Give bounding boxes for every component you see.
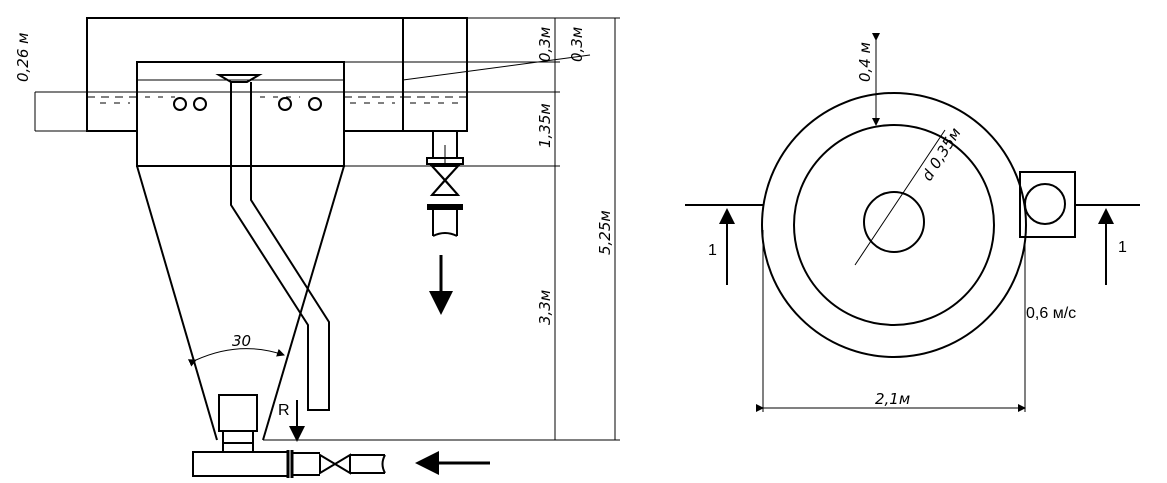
outlet-valve (426, 131, 464, 237)
front-view: 30 R (14, 17, 620, 478)
dim-0-26: 0,26 м (14, 33, 32, 82)
sludge-box (218, 394, 258, 432)
dim-0-4: 0,4 м (856, 42, 874, 82)
cone (136, 165, 345, 441)
dim-d: d 0,35м (918, 125, 965, 185)
bottom-pipe (192, 443, 386, 478)
dim-5-25: 5,25м (596, 210, 614, 255)
side-box (1019, 171, 1076, 238)
velocity-label: 0,6 м/с (1026, 305, 1076, 322)
section-right: 1 (1118, 239, 1127, 256)
outer-circle (761, 92, 1027, 358)
dim-0-3-a: 0,3м (536, 27, 554, 62)
dim-0-3-b: 0,3м (568, 27, 586, 62)
dim-2-1: 2,1м (875, 390, 910, 408)
plan-view: 1 1 0,4 м d 0,35м 2,1м 0,6 м/с (685, 33, 1140, 412)
angle-arc (187, 348, 285, 367)
funnel-inlet (215, 74, 263, 83)
cylinder-body (136, 61, 345, 167)
inlet-holes (173, 97, 322, 111)
dim-3-3: 3,3м (536, 290, 554, 325)
center-pipe-circle (863, 191, 925, 253)
angle-label: 30 (232, 332, 251, 350)
inner-circle (793, 124, 995, 326)
dimensions-left (34, 17, 620, 441)
dim-1-35: 1,35м (536, 103, 554, 148)
water-level (87, 91, 467, 104)
section-left: 1 (708, 242, 717, 259)
r-label: R (278, 402, 290, 419)
central-pipe (230, 82, 330, 411)
